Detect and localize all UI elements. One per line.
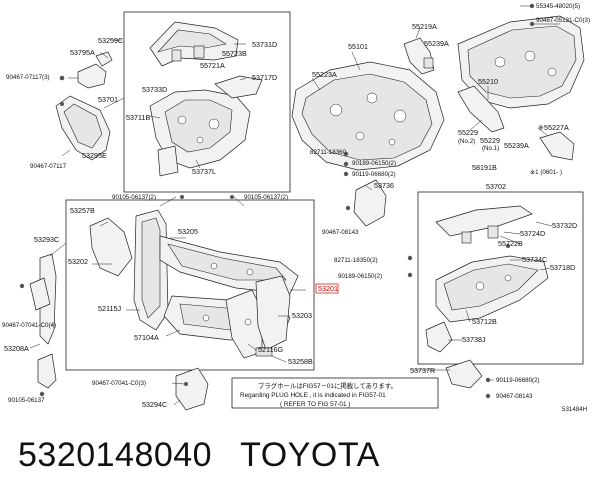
label-53737L: 53737L: [192, 167, 216, 176]
label-58191B: 58191B: [472, 163, 497, 172]
label-90467-07117-3: 90467-07117(3): [6, 74, 50, 81]
label-53202: 53202: [68, 257, 88, 266]
plug-hole-note-box: [231, 377, 439, 409]
label-55101: 55101: [348, 42, 368, 51]
label-90467-08143-a: 90467-08143: [322, 229, 359, 236]
label-55345-48020: 55345-48020(5): [536, 3, 580, 10]
label-90467-07041-3: 90467-07041-C0(3): [92, 380, 146, 387]
label-90105-06137: 90105-06137: [8, 397, 45, 404]
label-53701: 53701: [98, 95, 118, 104]
left-lower-bracket-drawing: [19, 253, 209, 411]
label-53201-highlighted: 53201: [318, 284, 338, 293]
label-90189-06150-top: 90189-06150(2): [352, 160, 396, 167]
label-53203: 53203: [292, 311, 312, 320]
label-90467-05131: 90467-05131-C0(3): [536, 17, 590, 24]
label-55227A: ※55227A: [538, 123, 569, 132]
label-53734C: 53734C: [522, 255, 547, 264]
label-53711B: 53711B: [126, 113, 150, 122]
label-53205: 53205: [178, 227, 198, 236]
label-55210: 55210: [478, 77, 498, 86]
note-line-japanese: プラグホールはFIG57－01に掲載してあります。: [258, 381, 397, 390]
diagram-refcode: 531484H: [562, 406, 587, 413]
label-52115J: 52115J: [98, 304, 121, 313]
label-55229-no2: (No.2): [458, 138, 475, 145]
label-82711-18350: 82711-18350(2): [334, 257, 378, 264]
label-note-star: ※1 (0601- ): [530, 169, 562, 176]
label-53717D: 53717D: [252, 73, 277, 82]
label-90105-06137-b: 90105-06137(2): [244, 194, 288, 201]
label-53738J: 53738J: [462, 335, 486, 344]
label-53736: 53736: [374, 181, 394, 190]
part-number: 5320148040: [18, 436, 213, 474]
label-53257B: 53257B: [70, 206, 95, 215]
note-line-refer: ( REFER TO FIG 57-01 ): [280, 401, 350, 408]
label-53733D: 53733D: [142, 85, 167, 94]
label-90119-06680: 90119-06680(2): [496, 377, 540, 384]
label-53718D: 53718D: [550, 263, 575, 272]
label-90467-08143-b: 90467-08143: [496, 393, 533, 400]
label-53294C: 53294C: [142, 400, 167, 409]
label-52116G: 52116G: [258, 345, 283, 354]
label-90119-06680-top: 90119-06680(2): [352, 171, 396, 178]
cowl-panel-drawing: [457, 3, 585, 161]
dash-panel-drawing: [291, 37, 445, 171]
right-panel-box: [417, 191, 584, 365]
label-53737R: 53737R: [410, 366, 435, 375]
label-53712B: 53712B: [472, 317, 497, 326]
label-55219A: 55219A: [412, 22, 437, 31]
highlight-box-53201: [315, 283, 339, 294]
label-90467-07117: 90467-07117: [30, 163, 67, 170]
middle-fasteners: [180, 151, 413, 278]
label-55229: 55229: [458, 128, 478, 137]
label-53731D: 53731D: [252, 40, 277, 49]
label-53295E: 53295E: [82, 151, 107, 160]
label-82711-18360: 82711-18360: [310, 149, 347, 156]
brand-name: TOYOTA: [240, 436, 380, 474]
label-55239A-top: 55239A: [424, 39, 449, 48]
note-line-english: Regarding PLUG HOLE , it is indicated in…: [240, 392, 386, 399]
label-55722B: 55722B: [498, 239, 523, 248]
label-55239A: 55239A: [504, 141, 529, 150]
label-53259C: 53259C: [98, 36, 123, 45]
label-57104A: 57104A: [134, 333, 159, 342]
upper-panel-box: [123, 11, 291, 193]
label-90189-06150: 90189-06150(2): [338, 273, 382, 280]
product-caption: 5320148040 TOYOTA: [18, 430, 380, 480]
label-53293C: 53293C: [34, 235, 59, 244]
label-55229b: 55229: [480, 136, 500, 145]
label-90467-07041-4: 90467-07041-C0(4): [2, 322, 56, 329]
parts-diagram: 55345-48020(5) 90467-05131-C0(3) 53259C …: [2, 3, 590, 413]
label-55223A: 55223A: [312, 70, 337, 79]
label-53208A: 53208A: [4, 344, 29, 353]
label-53702: 53702: [486, 182, 506, 191]
label-55229-no1: (No.1): [482, 145, 499, 152]
label-53732D: 53732D: [552, 221, 577, 230]
label-53795A: 53795A: [70, 48, 95, 57]
radiator-support-drawing: [89, 209, 299, 359]
right-apron-member-drawing: [425, 205, 549, 399]
upper-apron-member-drawing: [149, 21, 263, 177]
main-support-box: [65, 199, 315, 371]
label-55721A: 55721A: [200, 61, 225, 70]
label-53258B: 53258B: [288, 357, 313, 366]
label-90105-06137-a: 90105-06137(2): [112, 194, 156, 201]
leader-lines: [29, 5, 560, 406]
label-53724D: 53724D: [520, 229, 545, 238]
label-55723B: 55723B: [222, 49, 247, 58]
left-upper-bracket-drawing: [55, 51, 113, 161]
